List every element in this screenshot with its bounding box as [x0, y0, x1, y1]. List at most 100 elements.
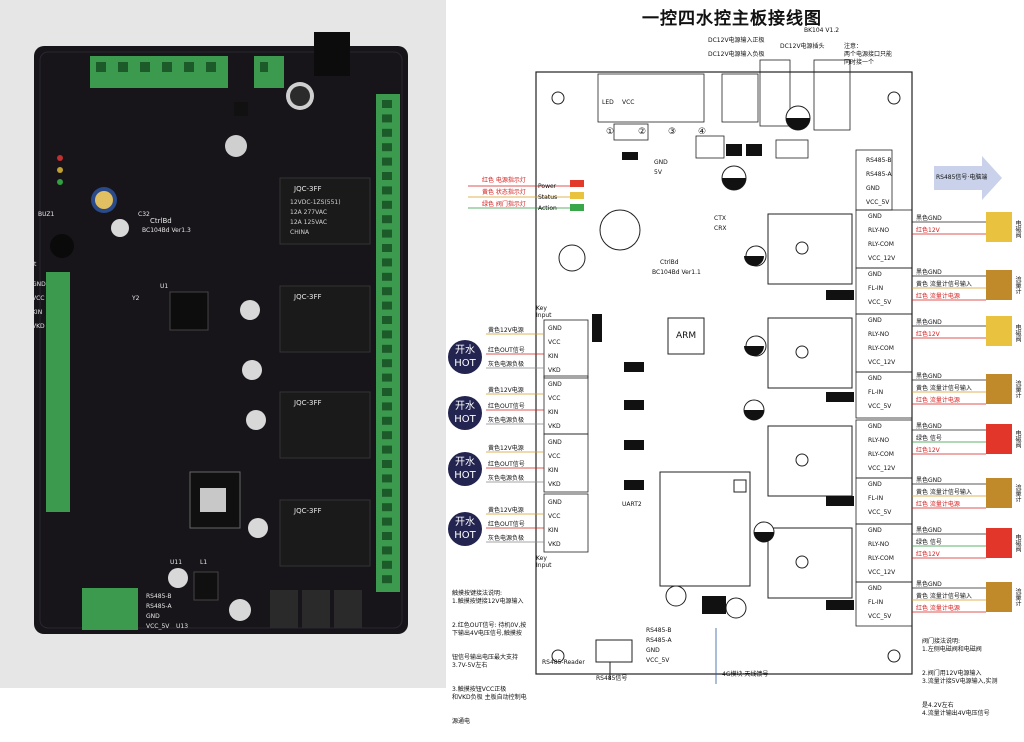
gw2-b: 绿色 信号	[916, 539, 942, 546]
terminal-pin	[382, 316, 392, 324]
gw2-a: 黑色GND	[916, 527, 942, 534]
version-label: BK104 V1.2	[804, 27, 840, 34]
wiring-diagram: 一控四水控主板接线图 BK104 V1.2 DC12V电源插头 DC12V电源输…	[446, 0, 1024, 725]
k2-vcc: VCC	[548, 395, 561, 402]
relay-spec-1: 12VDC-1ZS(551)	[290, 199, 341, 206]
key-input-1: Key	[536, 305, 547, 312]
vw1-b: 红色12V	[916, 227, 940, 234]
f3-vcc: VCC_5V	[868, 509, 892, 516]
rs485-gnd: GND	[866, 185, 880, 192]
fw4-a: 黑色GND	[916, 581, 942, 588]
k4-vcc: VCC	[548, 513, 561, 520]
r3-com: RLY-COM	[868, 451, 894, 458]
terminal-pin	[382, 503, 392, 512]
devices	[986, 212, 1012, 612]
photo-pin-vcc: VCC	[32, 295, 45, 302]
k1-vcc: VCC	[548, 339, 561, 346]
key-input-2: Input	[536, 312, 552, 319]
diagram-title: 一控四水控主板接线图	[642, 9, 822, 29]
photo-y2: Y2	[132, 295, 140, 302]
terminal-pin	[382, 287, 392, 296]
photo-gnd: GND	[146, 613, 160, 620]
terminal-pin	[382, 488, 392, 497]
r1-gnd: GND	[868, 213, 882, 220]
fw4-b: 黄色 流量计信号输入	[916, 593, 972, 600]
k4-vkd: VKD	[548, 541, 561, 548]
rs485-b: RS485-B	[866, 157, 892, 164]
terminal-pin	[382, 157, 392, 166]
fw2-c: 红色 流量计电源	[916, 397, 960, 404]
arm-chip	[667, 317, 705, 355]
r4-vcc: VCC_12V	[868, 569, 896, 576]
k3-gnd: GND	[548, 439, 562, 446]
led-header-led: LED	[602, 99, 614, 106]
fw3-c: 红色 流量计电源	[916, 501, 960, 508]
diagram-svg	[468, 59, 1012, 684]
r4-gnd: GND	[868, 527, 882, 534]
relay-spec-3: 12A 125VAC	[290, 219, 328, 226]
r3-gnd: GND	[868, 423, 882, 430]
f2-vcc: VCC_5V	[868, 403, 892, 410]
terminal-pin	[382, 388, 392, 396]
gw1-a: 黑色GND	[916, 423, 942, 430]
mcu-chip	[169, 291, 209, 331]
flow-label-4: 流量计	[1014, 588, 1021, 606]
4g-module-outline	[659, 471, 751, 587]
led-yellow-label: 黄色 状态指示灯	[482, 189, 526, 196]
photo-buz1: BUZ1	[38, 211, 55, 218]
terminal-pin	[382, 546, 392, 555]
f2-in: FL-IN	[868, 389, 884, 396]
terminal-pin	[382, 431, 392, 440]
relay-spec-2: 12A 277VAC	[290, 209, 328, 216]
led-header-vcc: VCC	[622, 99, 635, 106]
r3-vcc: VCC_12V	[868, 465, 896, 472]
led-green-label: 绿色 阀门指示灯	[482, 201, 526, 208]
f4-gnd: GND	[868, 585, 882, 592]
led-power-name: Power	[538, 183, 557, 190]
terminal-pin	[382, 229, 392, 238]
k3-vkd: VKD	[548, 481, 561, 488]
terminal-pin	[382, 460, 392, 468]
k1-kin: KIN	[548, 353, 559, 360]
f2-gnd: GND	[868, 375, 882, 382]
board-center-version: BC104Bd Ver1.1	[652, 269, 701, 276]
photo-l1: L1	[200, 559, 208, 566]
fw1-a: 黑色GND	[916, 269, 942, 276]
rs485-bottom-label: RS485信号	[596, 675, 628, 682]
dc12-pos-label: DC12V电源输入正极	[708, 37, 765, 44]
uart2-label: UART2	[622, 501, 642, 508]
uart-crx: CRX	[714, 225, 727, 232]
led-red-label: 红色 电源指示灯	[482, 177, 526, 184]
led-status-name: Status	[538, 194, 558, 201]
fw4-c: 红色 流量计电源	[916, 605, 960, 612]
b-rs485-b: RS485-B	[646, 627, 672, 634]
relay-model-4: JQC-3FF	[294, 507, 322, 515]
terminal-pin	[382, 128, 392, 137]
k2-kin: KIN	[548, 409, 559, 416]
arm-label: ARM	[676, 331, 697, 341]
board-outline	[535, 71, 913, 675]
f4-in: FL-IN	[868, 599, 884, 606]
fw1-b: 黄色 流量计信号输入	[916, 281, 972, 288]
kw3-b: 红色OUT信号	[488, 461, 525, 468]
b-vcc: VCC_5V	[646, 657, 670, 664]
vw2-a: 黑色GND	[916, 319, 942, 326]
action-label: Action	[6, 177, 25, 184]
photo-pin-vkd: VKD	[32, 323, 45, 330]
uart-gnd: GND	[654, 159, 668, 166]
terminal-pin	[382, 517, 392, 526]
k1-gnd: GND	[548, 325, 562, 332]
note-2: 两个电源接口只能	[844, 51, 893, 58]
terminal-pin	[382, 215, 392, 224]
right-connector-blocks	[855, 209, 913, 627]
r3-no: RLY-NO	[868, 437, 890, 444]
kw1-b: 红色OUT信号	[488, 347, 525, 354]
key-input-3: Key	[536, 555, 547, 562]
r2-gnd: GND	[868, 317, 882, 324]
r1-com: RLY-COM	[868, 241, 894, 248]
kw1-c: 灰色电源负极	[488, 361, 525, 368]
r2-com: RLY-COM	[868, 345, 894, 352]
capacitors	[50, 82, 314, 621]
relay-model-3: JQC-3FF	[294, 399, 322, 407]
